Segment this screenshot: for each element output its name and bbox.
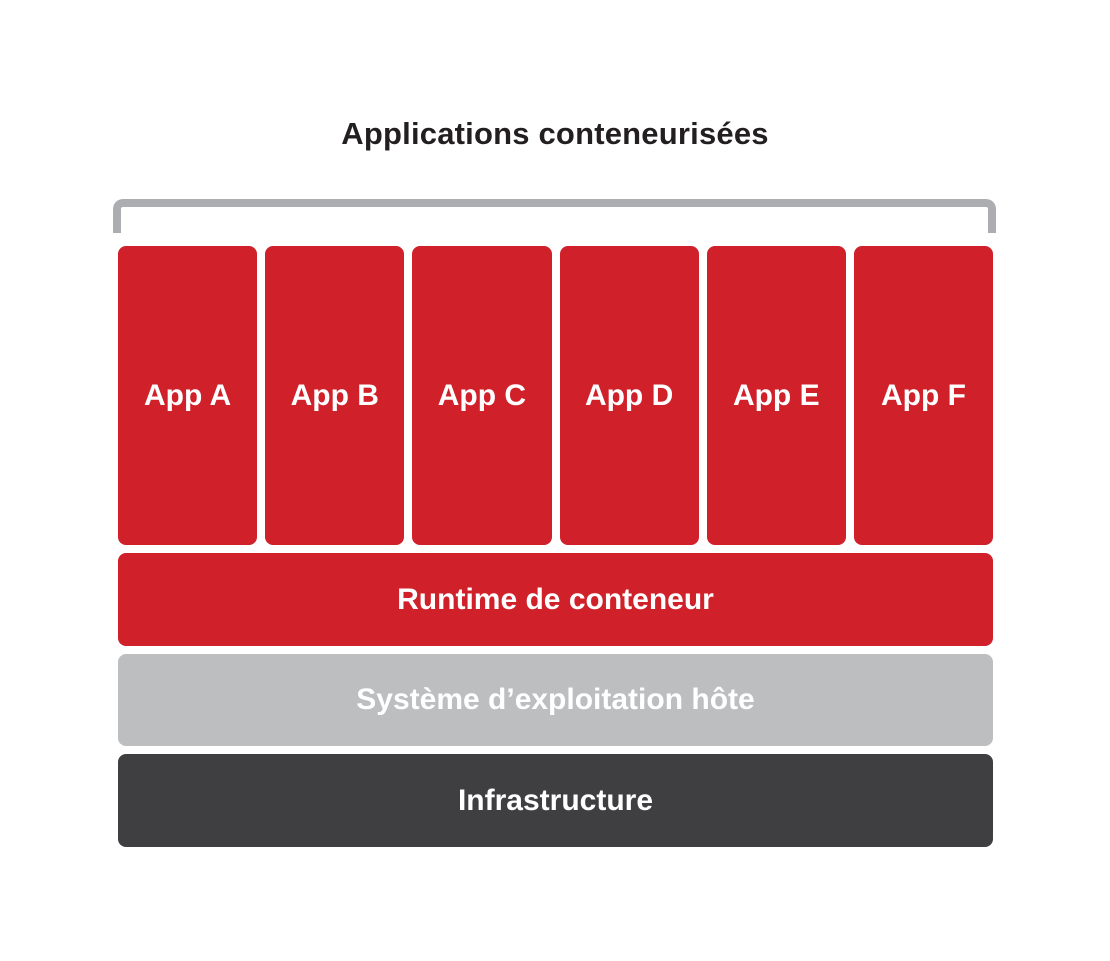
diagram-title: Applications conteneurisées (341, 116, 769, 151)
app-label: App D (584, 378, 674, 412)
app-box-e: App E (706, 246, 846, 545)
app-label: App F (880, 378, 966, 412)
app-label: App A (143, 378, 232, 412)
layer-host-os: Système d’exploitation hôte (118, 654, 993, 746)
layer-infrastructure: Infrastructure (118, 754, 993, 847)
app-label: App C (437, 378, 527, 412)
app-label: App B (290, 378, 379, 412)
containerized-apps-row: App A App B App C App D App E App F (118, 246, 994, 545)
layer-container-runtime: Runtime de conteneur (118, 553, 993, 646)
grouping-bracket (113, 199, 996, 233)
layer-label: Runtime de conteneur (397, 582, 714, 616)
layer-label: Système d’exploitation hôte (356, 683, 755, 716)
app-box-c: App C (412, 246, 552, 545)
app-box-d: App D (559, 246, 699, 545)
app-box-a: App A (118, 246, 258, 545)
app-box-f: App F (853, 246, 994, 545)
layer-label: Infrastructure (457, 783, 654, 817)
app-label: App E (732, 378, 820, 412)
app-box-b: App B (265, 246, 405, 545)
